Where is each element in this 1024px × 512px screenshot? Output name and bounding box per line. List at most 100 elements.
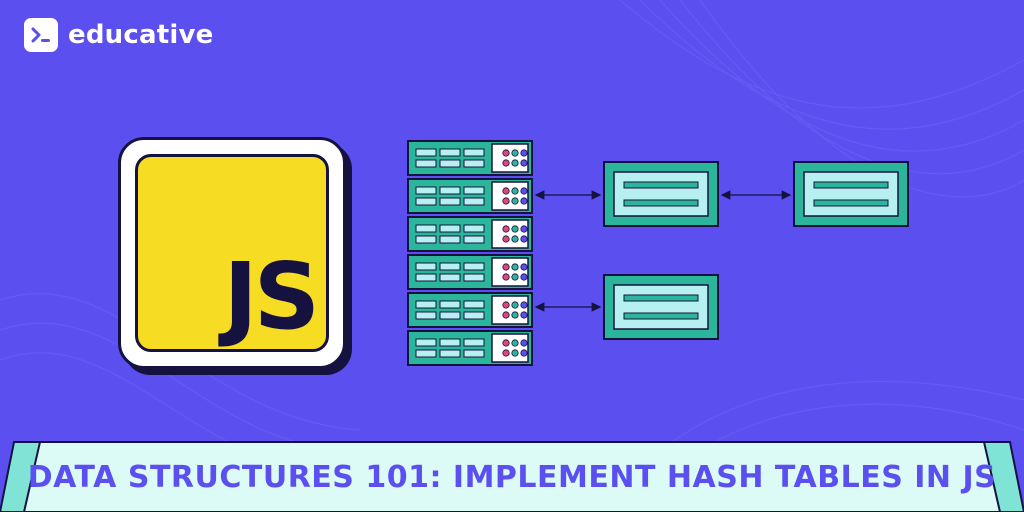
bucket-slot [415,159,437,168]
bucket-slot [439,262,461,271]
bucket-slot [439,338,461,347]
status-dot [511,301,519,309]
bucket-slot [463,300,485,309]
bucket-slot [439,273,461,282]
hash-bucket [407,330,533,366]
status-dot [502,311,510,319]
bucket-slot [415,197,437,206]
title-banner [0,441,1024,512]
status-dot [520,235,528,243]
status-dot [502,273,510,281]
status-dot [520,197,528,205]
status-dot [520,159,528,167]
bucket-slot [415,338,437,347]
bucket-slot [415,273,437,282]
bucket-slot [439,235,461,244]
bucket-slot [439,300,461,309]
bucket-panel [491,181,529,211]
status-dot [511,187,519,195]
status-dot [520,273,528,281]
node-panel [613,284,709,330]
status-dot [511,159,519,167]
educative-logo[interactable]: educative [24,18,213,52]
hash-bucket-stack [407,140,533,366]
bucket-panel [491,333,529,363]
bucket-slot [463,197,485,206]
node-line [813,199,889,207]
bucket-slot [415,186,437,195]
bucket-slot [463,273,485,282]
javascript-logo-badge: JS [118,137,346,369]
node-line [623,312,699,320]
bucket-slot [415,262,437,271]
bucket-slot [439,311,461,320]
brand-name: educative [68,20,214,50]
status-dot [520,263,528,271]
status-dot [520,301,528,309]
bucket-slot [439,186,461,195]
bucket-slot [439,224,461,233]
status-dot [520,311,528,319]
bucket-slot [415,311,437,320]
bucket-slot [415,349,437,358]
status-dot [502,149,510,157]
bucket-panel [491,295,529,325]
bucket-slot [463,338,485,347]
status-dot [502,339,510,347]
bucket-slot [415,300,437,309]
javascript-logo-square: JS [135,154,329,352]
status-dot [520,187,528,195]
bucket-slot [415,148,437,157]
bucket-slot [463,235,485,244]
hash-bucket [407,140,533,176]
bucket-slot [463,148,485,157]
bucket-slot [439,349,461,358]
node-line [813,181,889,189]
linked-list-node [793,161,909,227]
bucket-panel [491,257,529,287]
bucket-slot [415,235,437,244]
linked-nodes [603,161,909,340]
bucket-panel [491,143,529,173]
status-dot [502,263,510,271]
node-line [623,181,699,189]
status-dot [502,349,510,357]
bucket-slot [463,349,485,358]
bucket-slot [439,197,461,206]
status-dot [502,235,510,243]
status-dot [511,225,519,233]
bucket-slot [463,311,485,320]
node-line [623,199,699,207]
bucket-panel [491,219,529,249]
status-dot [511,273,519,281]
banner-title: DATA STRUCTURES 101: IMPLEMENT HASH TABL… [27,460,997,495]
bucket-slot [463,186,485,195]
bucket-slot [463,262,485,271]
terminal-prompt-icon [24,18,58,52]
hash-bucket [407,178,533,214]
javascript-logo-text: JS [223,243,320,350]
linked-list-node [603,274,719,340]
status-dot [502,159,510,167]
hash-bucket [407,254,533,290]
status-dot [511,349,519,357]
status-dot [511,311,519,319]
status-dot [502,225,510,233]
node-line [623,294,699,302]
bucket-slot [415,224,437,233]
bucket-slot [439,159,461,168]
link-arrows [534,190,792,312]
hash-bucket [407,292,533,328]
status-dot [511,197,519,205]
linked-list-node [603,161,719,227]
status-dot [520,339,528,347]
bucket-slot [463,224,485,233]
node-panel [613,171,709,217]
status-dot [502,301,510,309]
bucket-slot [463,159,485,168]
node-panel [803,171,899,217]
status-dot [520,349,528,357]
status-dot [502,187,510,195]
status-dot [520,225,528,233]
status-dot [511,263,519,271]
